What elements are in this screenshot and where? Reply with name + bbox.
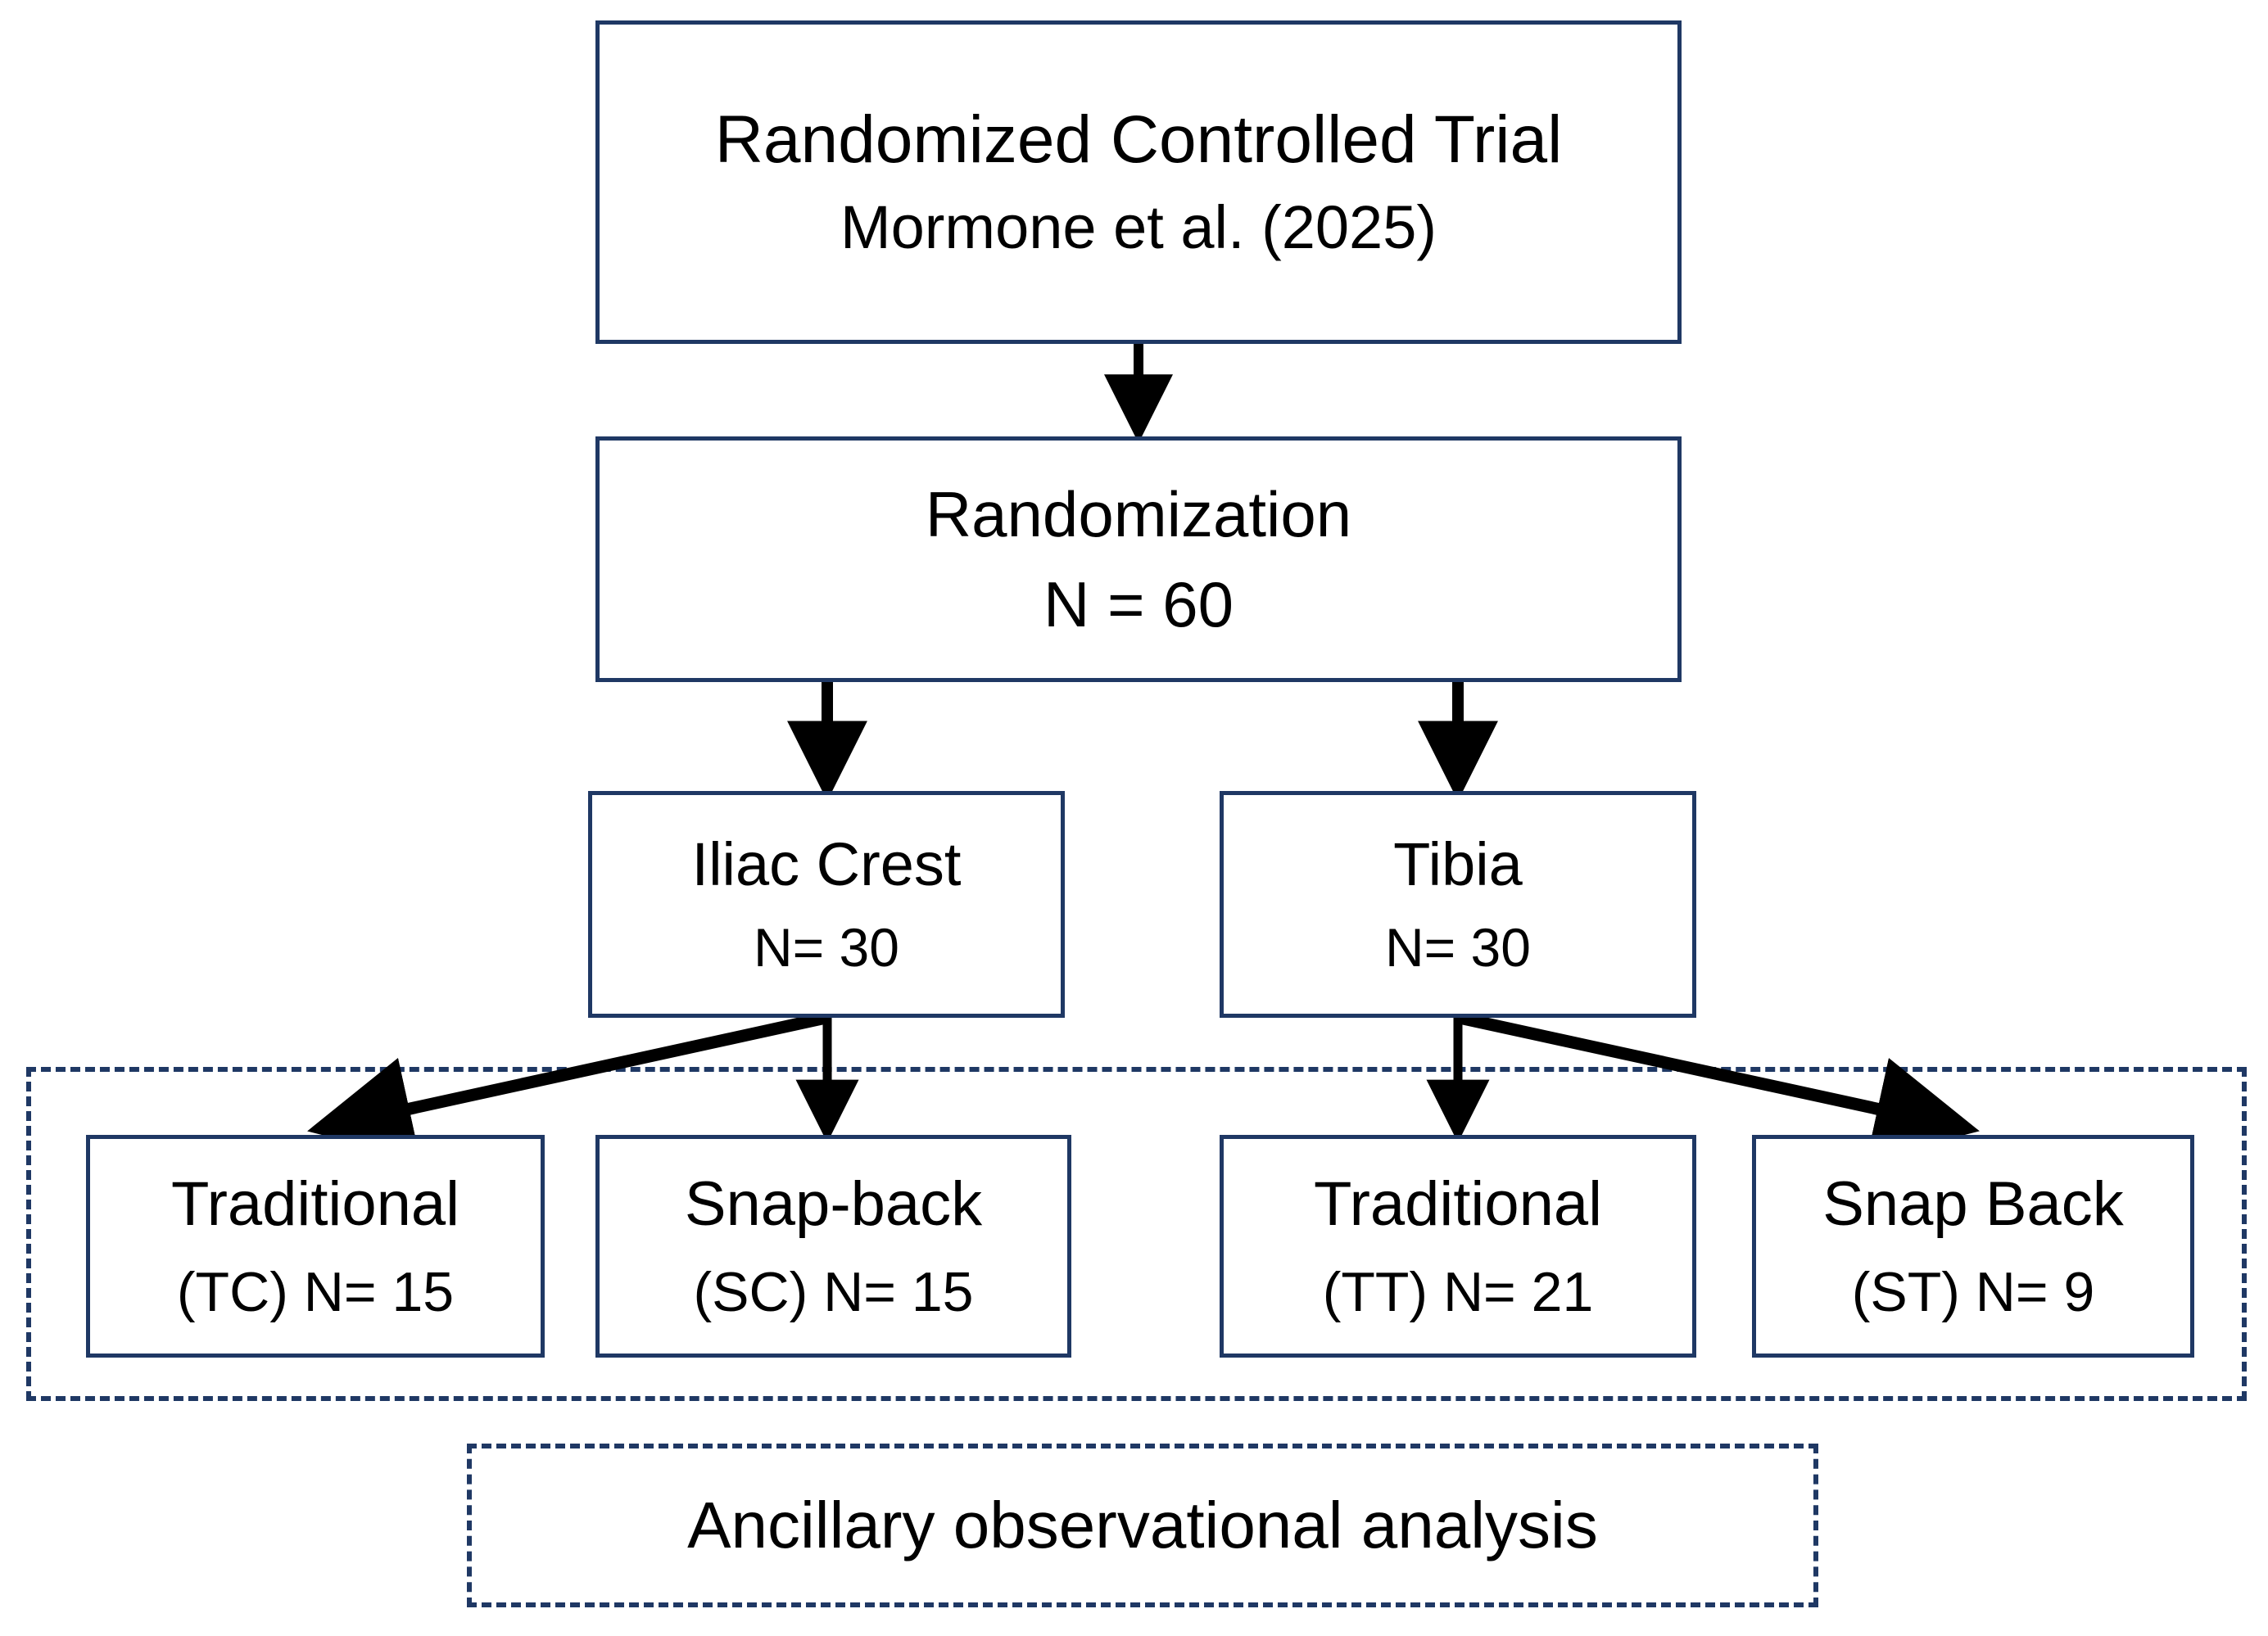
- ancillary-observational-analysis-box[interactable]: Ancillary observational analysis: [467, 1444, 1818, 1607]
- node-iliac-line1: Iliac Crest: [691, 829, 962, 898]
- node-tc-line1: Traditional: [170, 1169, 460, 1240]
- node-traditional-tt[interactable]: Traditional (TT) N= 21: [1220, 1135, 1696, 1358]
- node-sc-line2: (SC) N= 15: [693, 1260, 974, 1323]
- node-tibia-line2: N= 30: [1385, 917, 1531, 978]
- node-rct-line1: Randomized Controlled Trial: [714, 102, 1563, 178]
- arms-group-container: [26, 1067, 2247, 1401]
- node-snap-back-st[interactable]: Snap Back (ST) N= 9: [1752, 1135, 2194, 1358]
- node-tibia-line1: Tibia: [1393, 829, 1523, 898]
- node-rct-line2: Mormone et al. (2025): [840, 193, 1437, 262]
- node-tibia[interactable]: Tibia N= 30: [1220, 791, 1696, 1018]
- ancillary-analysis-label: Ancillary observational analysis: [687, 1489, 1598, 1561]
- node-iliac-line2: N= 30: [754, 917, 899, 978]
- node-tt-line1: Traditional: [1313, 1169, 1603, 1240]
- node-st-line1: Snap Back: [1822, 1169, 2124, 1240]
- node-snap-back-sc[interactable]: Snap-back (SC) N= 15: [595, 1135, 1071, 1358]
- node-randomized-controlled-trial[interactable]: Randomized Controlled Trial Mormone et a…: [595, 20, 1682, 344]
- node-randomization-line2: N = 60: [1043, 568, 1234, 640]
- node-sc-line1: Snap-back: [684, 1169, 983, 1240]
- node-randomization-line1: Randomization: [925, 477, 1352, 550]
- node-tc-line2: (TC) N= 15: [176, 1260, 455, 1323]
- node-randomization[interactable]: Randomization N = 60: [595, 436, 1682, 682]
- node-tt-line2: (TT) N= 21: [1322, 1260, 1594, 1323]
- node-traditional-tc[interactable]: Traditional (TC) N= 15: [86, 1135, 545, 1358]
- node-st-line2: (ST) N= 9: [1851, 1260, 2095, 1323]
- node-iliac-crest[interactable]: Iliac Crest N= 30: [588, 791, 1065, 1018]
